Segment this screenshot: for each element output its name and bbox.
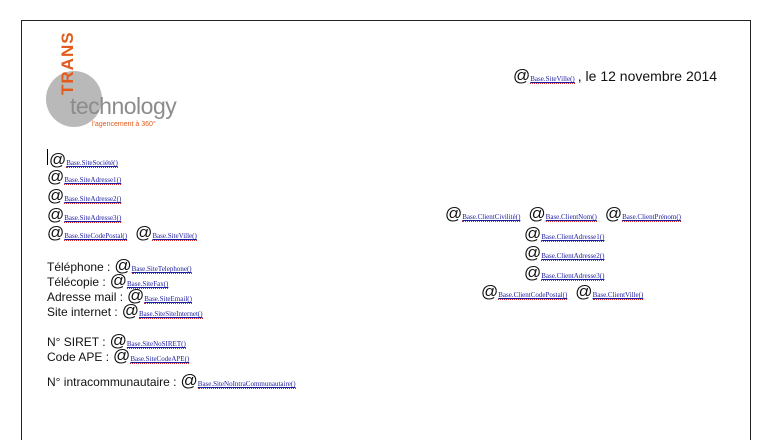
merge-field-client-adresse2[interactable]: Base.ClientAdresse2 — [541, 252, 605, 261]
merge-field-marker: @ — [47, 167, 65, 186]
date-line[interactable]: @ Base.SiteVille , le 12 novembre 2014 — [513, 67, 717, 84]
merge-field-marker: @ — [47, 186, 65, 205]
contact-website[interactable]: Site internet : @ Base.SiteSiteInternet — [47, 302, 203, 319]
merge-field-site-adresse2[interactable]: Base.SiteAdresse2 — [64, 195, 122, 204]
merge-field-marker: @ — [524, 263, 542, 282]
merge-field-site-fax[interactable]: Base.SiteFax — [126, 280, 169, 289]
merge-field-marker: @ — [47, 223, 65, 242]
company-line-1[interactable]: @ Base.SiteSociété — [47, 149, 118, 168]
merge-field-marker: @ — [114, 256, 132, 275]
logo-technology-text: technology — [70, 93, 177, 119]
merge-field-site-email[interactable]: Base.SiteEmail — [144, 295, 192, 304]
merge-field-site-adresse1[interactable]: Base.SiteAdresse1 — [64, 176, 122, 185]
client-line-3[interactable]: @ Base.ClientAdresse2 — [524, 243, 605, 262]
contact-fax[interactable]: Télécopie : @ Base.SiteFax — [47, 271, 169, 290]
merge-field-site-nointracommunautaire[interactable]: Base.SiteNoIntraCommunautaire — [197, 380, 296, 389]
label-fax: Télécopie : — [47, 275, 106, 289]
text-cursor — [47, 149, 48, 165]
merge-field-site-adresse3[interactable]: Base.SiteAdresse3 — [64, 214, 122, 223]
id-ape[interactable]: Code APE : @ Base.SiteCodeAPE — [47, 346, 190, 365]
label-website: Site internet : — [47, 305, 118, 319]
client-line-2[interactable]: @ Base.ClientAdresse1 — [524, 224, 605, 243]
merge-field-marker: @ — [524, 224, 542, 243]
merge-field-marker: @ — [524, 243, 542, 262]
merge-field-site-codepostal[interactable]: Base.SiteCodePostal — [64, 232, 128, 241]
merge-field-marker: @ — [575, 282, 593, 301]
merge-field-marker: @ — [481, 282, 499, 301]
client-line-1[interactable]: @ Base.ClientCivilité @ Base.ClientNom @… — [445, 205, 681, 222]
merge-field-marker: @ — [513, 66, 531, 85]
merge-field-marker: @ — [121, 301, 139, 320]
client-line-5[interactable]: @ Base.ClientCodePostal @ Base.ClientVil… — [481, 282, 644, 301]
merge-field-marker: @ — [49, 150, 67, 169]
merge-field-marker: @ — [604, 204, 623, 223]
merge-field-site-ville[interactable]: Base.SiteVille — [530, 75, 575, 84]
label-email: Adresse mail : — [47, 290, 124, 304]
merge-field-marker: @ — [180, 371, 198, 390]
merge-field-site-societe[interactable]: Base.SiteSociété — [66, 159, 118, 168]
label-telephone: Téléphone : — [47, 260, 111, 274]
merge-field-client-civilite[interactable]: Base.ClientCivilité — [462, 213, 521, 222]
company-line-4[interactable]: @ Base.SiteAdresse3 — [47, 205, 122, 224]
contact-email[interactable]: Adresse mail : @ Base.SiteEmail — [47, 287, 192, 304]
merge-field-marker: @ — [445, 204, 463, 223]
merge-field-client-prenom[interactable]: Base.ClientPrénom — [622, 213, 681, 222]
id-intracommunautaire[interactable]: N° intracommunautaire : @ Base.SiteNoInt… — [47, 372, 296, 389]
label-intracommunautaire: N° intracommunautaire : — [47, 375, 177, 389]
company-line-3[interactable]: @ Base.SiteAdresse2 — [47, 186, 122, 205]
label-siret: N° SIRET : — [47, 335, 106, 349]
merge-field-marker: @ — [47, 205, 65, 224]
merge-field-marker: @ — [109, 271, 127, 290]
merge-field-client-adresse1[interactable]: Base.ClientAdresse1 — [541, 233, 605, 242]
merge-field-marker: @ — [113, 346, 131, 365]
merge-field-marker: @ — [127, 286, 145, 305]
merge-field-client-adresse3[interactable]: Base.ClientAdresse3 — [541, 272, 605, 281]
merge-field-marker: @ — [528, 204, 546, 223]
merge-field-marker: @ — [135, 223, 153, 242]
contact-telephone[interactable]: Téléphone : @ Base.SiteTelephone — [47, 257, 192, 274]
merge-field-marker: @ — [109, 331, 127, 350]
logo-tagline: l'agencement à 360° — [92, 121, 156, 128]
merge-field-site-ville[interactable]: Base.SiteVille — [152, 232, 197, 241]
merge-field-client-ville[interactable]: Base.ClientVille — [592, 291, 644, 300]
merge-field-site-codeape[interactable]: Base.SiteCodeAPE — [130, 355, 190, 364]
merge-field-client-nom[interactable]: Base.ClientNom — [545, 213, 597, 222]
logo-trans-text: TRANS — [58, 31, 77, 95]
logo-circle — [46, 71, 102, 127]
company-logo: TRANS technology l'agencement à 360° — [46, 31, 177, 129]
merge-field-site-telephone[interactable]: Base.SiteTelephone — [131, 265, 192, 274]
company-line-5[interactable]: @ Base.SiteCodePostal @ Base.SiteVille — [47, 224, 197, 241]
id-siret[interactable]: N° SIRET : @ Base.SiteNoSIRET — [47, 332, 186, 349]
merge-field-site-siteinternet[interactable]: Base.SiteSiteInternet — [138, 310, 203, 319]
company-line-2[interactable]: @ Base.SiteAdresse1 — [47, 167, 122, 186]
client-line-4[interactable]: @ Base.ClientAdresse3 — [524, 263, 605, 282]
merge-field-site-nosiret[interactable]: Base.SiteNoSIRET — [126, 340, 186, 349]
date-text: , le 12 novembre 2014 — [577, 68, 718, 84]
label-ape: Code APE : — [47, 350, 110, 364]
merge-field-client-codepostal[interactable]: Base.ClientCodePostal — [498, 291, 568, 300]
document-page[interactable]: TRANS technology l'agencement à 360° @ B… — [21, 20, 751, 440]
